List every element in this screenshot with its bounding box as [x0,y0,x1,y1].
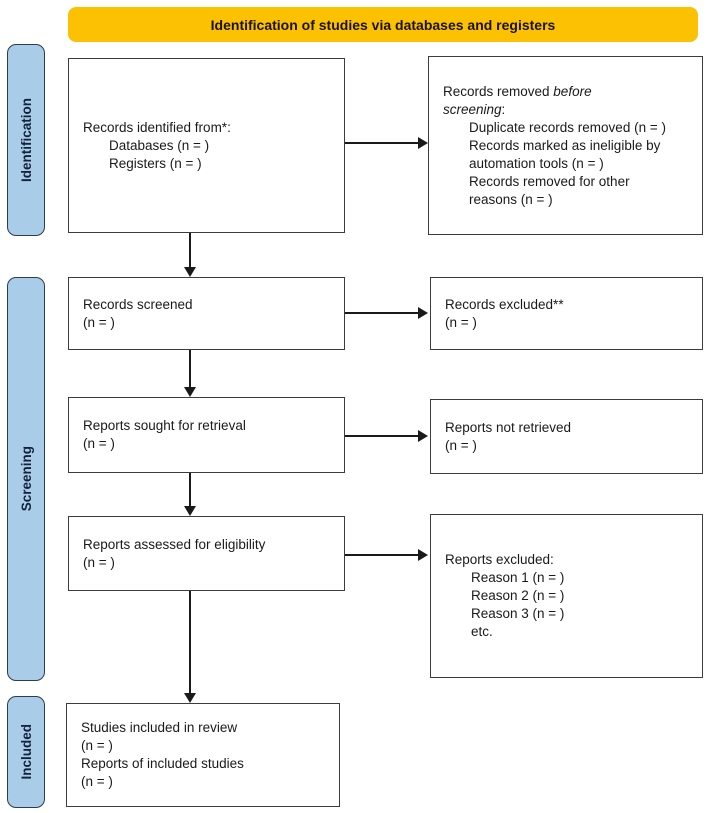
arrow-sought-to-notretrieved-line [345,435,419,437]
studies-included-line1: Studies included in review [81,720,238,735]
records-excluded-line2: (n = ) [445,314,477,330]
arrow-identified-to-removed-head [418,137,428,149]
records-removed-item-duplicates: Duplicate records removed (n = ) [469,119,666,135]
reports-excluded-etc: etc. [471,624,493,639]
arrow-assessed-to-included-line [189,591,191,693]
arrow-screened-to-excluded-head [418,307,428,319]
stage-screening-text: Screening [18,446,34,512]
arrow-screened-to-sought-line [189,350,191,387]
box-studies-included: Studies included in review (n = ) Report… [66,703,340,807]
arrow-screened-to-excluded-line [345,312,419,314]
stage-identification-text: Identification [18,98,34,182]
reports-assessed-line2: (n = ) [83,554,115,570]
reports-sought-line2: (n = ) [83,436,115,451]
records-removed-item-other: Records removed for other reasons (n = ) [469,173,630,207]
records-identified-databases: Databases (n = ) [109,137,210,153]
records-screened-line1: Records screened [83,296,193,312]
reports-excluded-reason3: Reason 3 (n = ) [471,606,565,621]
studies-included-line4: (n = ) [81,774,113,789]
arrow-assessed-to-repexcluded-head [418,549,428,561]
reports-excluded-reason1: Reason 1 (n = ) [471,570,565,585]
stage-label-screening: Screening [7,277,45,681]
records-removed-title-line2: screening: [443,101,688,119]
records-identified-registers: Registers (n = ) [109,155,202,171]
reports-sought-line1: Reports sought for retrieval [83,418,246,433]
records-removed-title-prefix: Records removed [443,83,554,99]
box-records-removed: Records removed before screening: Duplic… [428,56,703,235]
reports-assessed-line1: Reports assessed for eligibility [83,536,266,552]
arrow-sought-to-assessed-head [183,506,196,516]
arrow-identified-to-removed-line [345,142,419,144]
box-reports-not-retrieved: Reports not retrieved (n = ) [430,399,703,474]
studies-included-line2: (n = ) [81,738,113,753]
box-reports-sought: Reports sought for retrieval (n = ) [68,397,345,473]
records-removed-item-automation: Records marked as ineligible by automati… [469,137,661,171]
records-removed-title-italic2: screening [443,101,502,117]
arrow-sought-to-assessed-line [189,473,191,506]
box-records-excluded: Records excluded** (n = ) [430,277,703,350]
reports-not-retrieved-line2: (n = ) [445,437,477,453]
arrow-identified-to-screened-head [183,267,196,277]
reports-not-retrieved-line1: Reports not retrieved [445,419,572,435]
arrow-assessed-to-included-head [183,693,196,703]
box-reports-assessed: Reports assessed for eligibility (n = ) [68,516,345,591]
arrow-assessed-to-repexcluded-line [345,554,419,556]
arrow-screened-to-sought-head [183,387,196,397]
banner-label: Identification of studies via databases … [210,16,556,33]
records-excluded-line1: Records excluded** [445,296,564,312]
banner-identification-via-databases: Identification of studies via databases … [68,7,698,42]
stage-label-identification: Identification [7,44,45,236]
stage-label-included: Included [7,696,45,808]
records-screened-line2: (n = ) [83,314,115,330]
records-identified-title: Records identified from*: [83,119,231,135]
studies-included-line3: Reports of included studies [81,756,244,771]
records-removed-title-italic1: before [553,83,592,99]
arrow-sought-to-notretrieved-head [418,430,428,442]
reports-excluded-title: Reports excluded: [445,552,554,567]
box-reports-excluded: Reports excluded: Reason 1 (n = ) Reason… [430,514,703,678]
arrow-identified-to-screened-line [189,233,191,267]
records-removed-title-suffix: : [501,101,506,117]
reports-excluded-reason2: Reason 2 (n = ) [471,588,565,603]
box-records-screened: Records screened (n = ) [68,277,345,350]
records-removed-title-line1: Records removed before [443,83,688,101]
stage-included-text: Included [18,724,34,780]
box-records-identified: Records identified from*: Databases (n =… [68,58,345,233]
